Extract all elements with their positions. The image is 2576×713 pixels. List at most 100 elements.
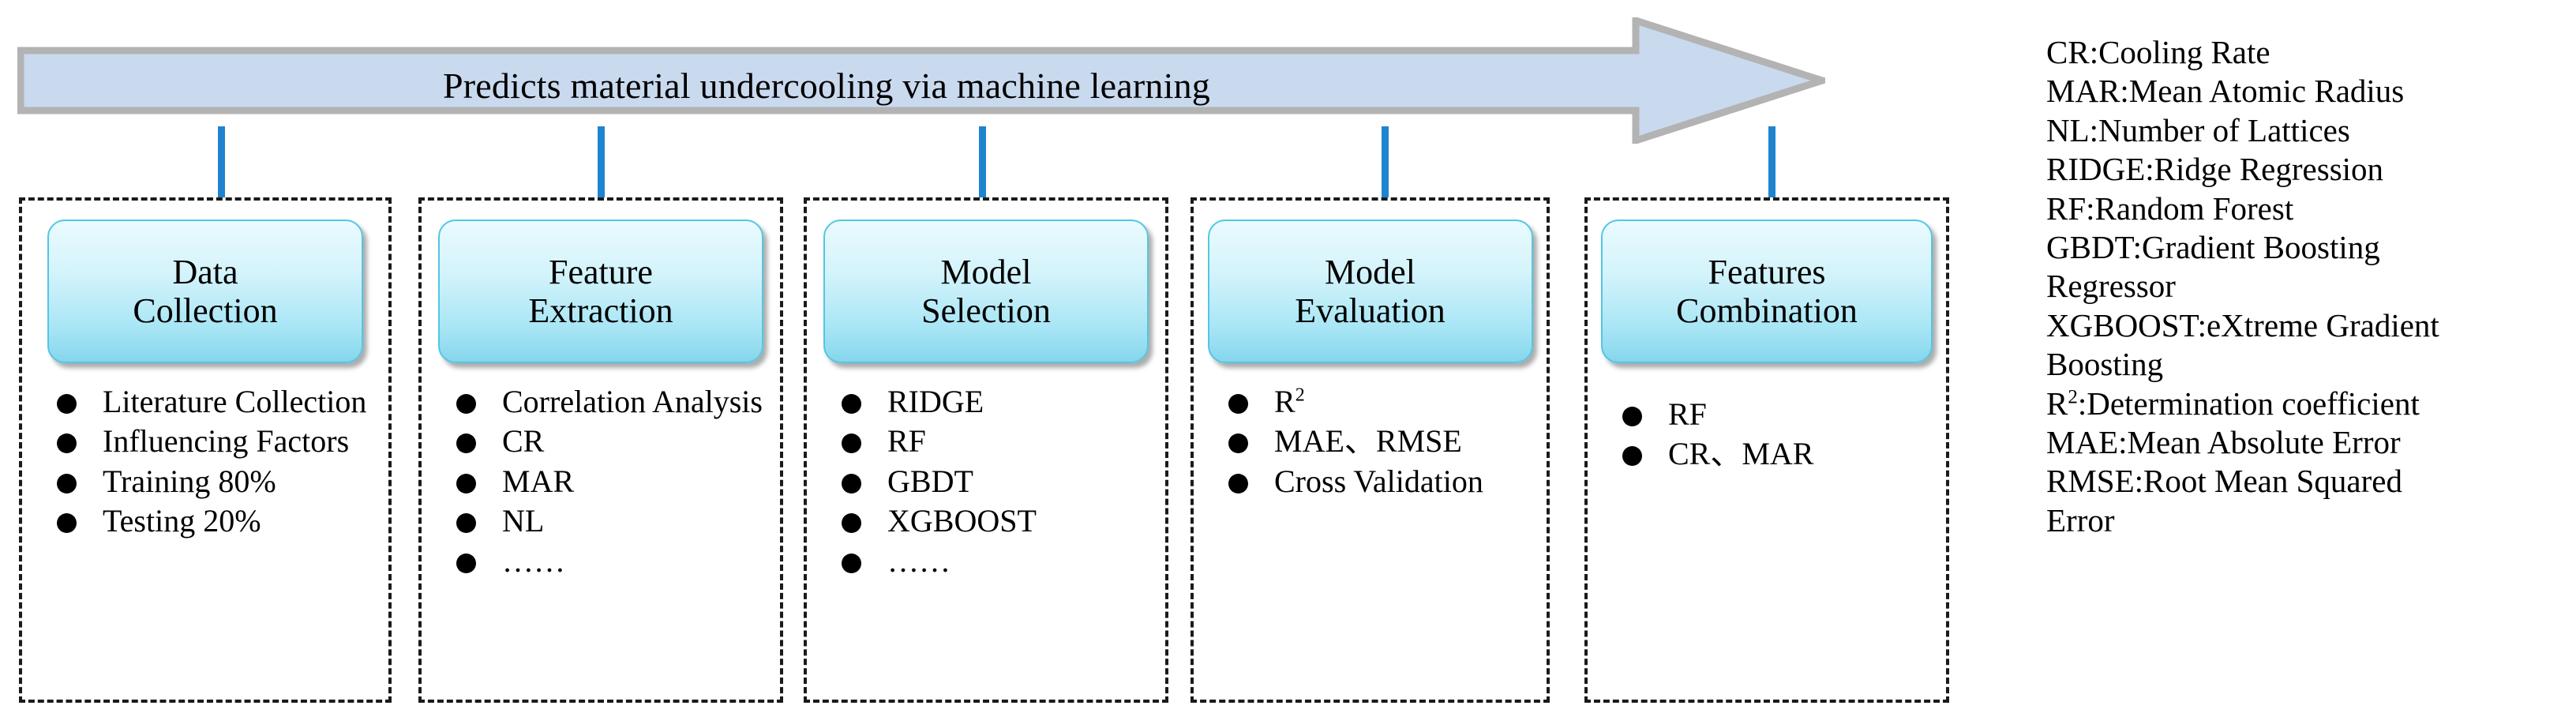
- stage-title-features-combination[interactable]: Features Combination: [1601, 220, 1933, 363]
- stage-title-line2: Collection: [133, 291, 278, 330]
- stage-title-line1: Model: [1325, 252, 1415, 291]
- legend-line: XGBOOST:eXtreme Gradient: [2046, 306, 2439, 343]
- legend-line: RF:Random Forest: [2046, 190, 2294, 227]
- list-item-label: GBDT: [887, 463, 973, 499]
- stage-title-line2: Evaluation: [1295, 291, 1445, 330]
- list-item-label: MAR: [502, 463, 575, 499]
- list-item-label: RF: [1668, 396, 1707, 432]
- bullet-icon: [456, 473, 476, 493]
- stage-title-line2: Selection: [921, 291, 1051, 330]
- bullet-icon: [1228, 473, 1248, 493]
- list-item-label: CR: [502, 423, 545, 460]
- bullet-icon: [842, 553, 861, 573]
- legend-line: Error: [2046, 501, 2115, 539]
- legend-line: NL:Number of Lattices: [2046, 111, 2350, 148]
- stage-title-line2: Extraction: [528, 291, 673, 330]
- connector-line-5: [1768, 126, 1775, 212]
- legend-line: MAR:Mean Atomic Radius: [2046, 73, 2405, 110]
- bullet-icon: [1228, 433, 1248, 454]
- stage-title-line2: Combination: [1676, 291, 1858, 330]
- legend-line-r2: R2:Determination coefficient: [2046, 385, 2567, 423]
- list-item: Literature Collection: [43, 384, 381, 420]
- bullet-icon: [57, 513, 77, 534]
- list-item: RF: [827, 423, 1157, 460]
- stage-items-features-combination: RF CR、MAR: [1608, 396, 1938, 476]
- list-item-label: RF: [887, 423, 926, 460]
- abbreviation-legend: CR:Cooling Rate MAR:Mean Atomic Radius N…: [2046, 33, 2567, 540]
- stage-model-evaluation[interactable]: Model Evaluation R2 MAE、RMSE Cross Valid…: [1191, 197, 1550, 703]
- list-item-label: Correlation Analysis: [502, 384, 763, 419]
- legend-line: RIDGE:Ridge Regression: [2046, 151, 2384, 188]
- stage-title-feature-extraction[interactable]: Feature Extraction: [438, 220, 763, 363]
- stage-title-data-collection[interactable]: Data Collection: [47, 220, 363, 363]
- legend-line: Regressor: [2046, 268, 2176, 305]
- list-item: NL: [442, 503, 772, 539]
- list-item-label: NL: [502, 503, 545, 539]
- connector-line-2: [598, 126, 605, 212]
- stage-items-feature-extraction: Correlation Analysis CR MAR NL ……: [442, 384, 772, 583]
- list-item: Influencing Factors: [43, 423, 381, 460]
- list-item-label: XGBOOST: [887, 503, 1037, 539]
- list-item-label: Literature Collection: [103, 384, 367, 419]
- legend-line: GBDT:Gradient Boosting: [2046, 228, 2380, 265]
- list-item-label: MAE、RMSE: [1274, 423, 1462, 460]
- connector-line-4: [1382, 126, 1389, 212]
- bullet-icon: [456, 394, 476, 414]
- stage-data-collection[interactable]: Data Collection Literature Collection In…: [19, 197, 392, 703]
- bullet-icon: [842, 473, 861, 493]
- legend-r2-sup: 2: [2068, 385, 2078, 407]
- list-item: Testing 20%: [43, 503, 381, 539]
- stage-items-model-selection: RIDGE RF GBDT XGBOOST ……: [827, 384, 1157, 583]
- bullet-icon: [57, 433, 77, 454]
- bullet-icon: [842, 394, 861, 414]
- stage-title-line1: Features: [1708, 252, 1826, 291]
- list-item-label: CR、MAR: [1668, 436, 1814, 472]
- stage-items-model-evaluation: R2 MAE、RMSE Cross Validation: [1214, 384, 1539, 503]
- list-item: XGBOOST: [827, 503, 1157, 539]
- list-item: R2: [1214, 384, 1539, 420]
- legend-r2-rest: :Determination coefficient: [2077, 385, 2420, 422]
- bullet-icon: [456, 513, 476, 534]
- bullet-icon: [456, 433, 476, 454]
- list-item: CR: [442, 423, 772, 460]
- list-item: Cross Validation: [1214, 463, 1539, 500]
- stage-items-data-collection: Literature Collection Influencing Factor…: [43, 384, 381, 543]
- stage-model-selection[interactable]: Model Selection RIDGE RF GBDT XGBOOST ……: [804, 197, 1168, 703]
- bullet-icon: [1622, 407, 1642, 426]
- stage-title-line1: Feature: [549, 252, 653, 291]
- list-item: ……: [442, 543, 772, 580]
- stage-features-combination[interactable]: Features Combination RF CR、MAR: [1584, 197, 1949, 703]
- bullet-icon: [1622, 446, 1642, 467]
- bullet-icon: [842, 433, 861, 454]
- stage-title-line1: Model: [940, 252, 1032, 291]
- list-item-label: Influencing Factors: [103, 423, 350, 460]
- list-item: MAR: [442, 463, 772, 500]
- legend-line: CR:Cooling Rate: [2046, 34, 2270, 70]
- list-item: CR、MAR: [1608, 436, 1938, 472]
- connector-line-3: [979, 126, 986, 212]
- list-item-label-base: R: [1274, 384, 1295, 419]
- legend-r2-base: R: [2046, 385, 2068, 422]
- bullet-icon: [1228, 394, 1248, 414]
- list-item: Correlation Analysis: [442, 384, 772, 420]
- legend-line: MAE:Mean Absolute Error: [2046, 423, 2401, 460]
- list-item: RF: [1608, 396, 1938, 433]
- list-item: MAE、RMSE: [1214, 423, 1539, 460]
- legend-line: Boosting: [2046, 346, 2164, 383]
- stage-title-model-selection[interactable]: Model Selection: [823, 220, 1149, 363]
- list-item-label: Cross Validation: [1274, 463, 1483, 499]
- stage-feature-extraction[interactable]: Feature Extraction Correlation Analysis …: [418, 197, 783, 703]
- stage-title-model-evaluation[interactable]: Model Evaluation: [1207, 220, 1533, 363]
- list-item-label: ……: [502, 542, 565, 579]
- list-item-label: RIDGE: [887, 384, 984, 419]
- list-item: RIDGE: [827, 384, 1157, 420]
- connector-line-1: [218, 126, 225, 212]
- stage-title-line1: Data: [172, 252, 238, 291]
- banner-arrow-shape: [17, 17, 1825, 144]
- bullet-icon: [456, 553, 476, 573]
- bullet-icon: [57, 473, 77, 493]
- list-item-label: ……: [887, 542, 951, 579]
- list-item-label: Testing 20%: [103, 503, 261, 539]
- bullet-icon: [57, 394, 77, 414]
- list-item: GBDT: [827, 463, 1157, 500]
